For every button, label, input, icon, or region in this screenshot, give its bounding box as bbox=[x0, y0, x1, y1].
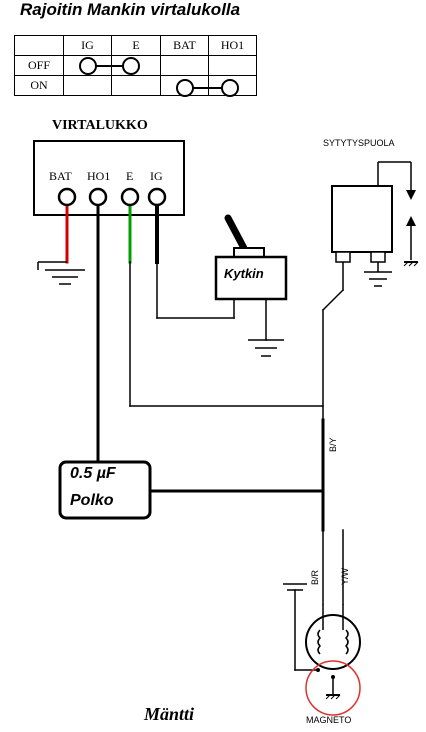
capacitor-value: 0.5 µF bbox=[70, 465, 116, 482]
magneto-highlight-ring bbox=[305, 660, 361, 716]
off-connection-ig-e bbox=[79, 57, 140, 75]
terminal-ig bbox=[147, 187, 167, 207]
magneto-label: MAGNETO bbox=[306, 715, 352, 725]
terminal-bat bbox=[57, 187, 77, 207]
terminal-label-bat: BAT bbox=[49, 169, 72, 183]
terminal-label-ho1: HO1 bbox=[87, 169, 111, 183]
wire-label-br: B/R bbox=[310, 569, 320, 585]
wire-label-yw: Y/W bbox=[340, 567, 350, 585]
ground-symbol-bat bbox=[37, 261, 85, 285]
coil-label: SYTYTYSPUOLA bbox=[323, 138, 395, 148]
diagram-title: Rajoitin Mankin virtalukolla bbox=[20, 0, 241, 19]
ignition-switch-title: VIRTALUKKO bbox=[52, 118, 148, 133]
switch-position-table: IG E BAT HO1 OFF ON bbox=[14, 35, 257, 96]
capacitor-label: Polko bbox=[70, 492, 114, 509]
kill-switch bbox=[214, 214, 288, 301]
ground-symbol-switch bbox=[248, 339, 284, 357]
terminal-label-e: E bbox=[126, 169, 134, 183]
switch-label: Kytkin bbox=[224, 266, 264, 281]
ignition-coil bbox=[331, 161, 419, 267]
signature: Mäntti bbox=[144, 704, 195, 724]
magneto bbox=[305, 604, 361, 716]
capacitor-box bbox=[58, 460, 152, 520]
terminal-label-ig: IG bbox=[150, 169, 163, 183]
ground-symbol-coil bbox=[364, 262, 392, 287]
on-connection-bat-ho1 bbox=[176, 79, 239, 97]
table-row-label-on: ON bbox=[14, 75, 64, 96]
ground-symbol-magneto bbox=[283, 583, 307, 591]
terminal-e bbox=[120, 187, 140, 207]
terminal-ho1 bbox=[88, 187, 108, 207]
wire-label-by: B/Y bbox=[328, 437, 338, 452]
